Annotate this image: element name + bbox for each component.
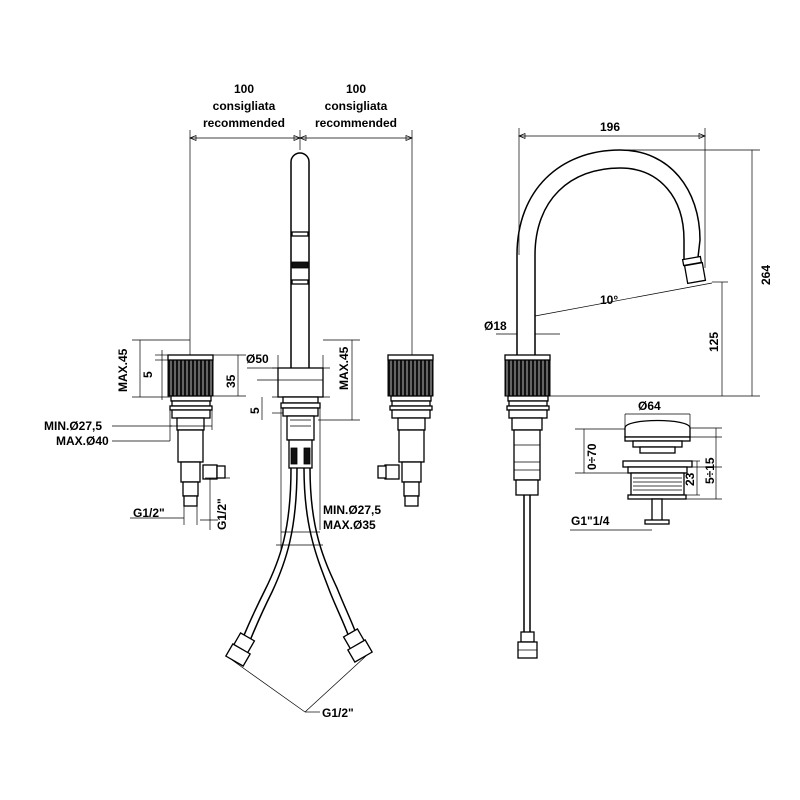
spacing-right-value: 100 bbox=[346, 82, 366, 96]
left-handle-dimensions bbox=[112, 339, 246, 530]
spacing-left-value: 100 bbox=[234, 82, 254, 96]
hole-max-spout-label: MAX.Ø35 bbox=[323, 518, 376, 532]
waste-dimensions bbox=[570, 413, 722, 531]
handle-5-left-label: 5 bbox=[141, 371, 155, 378]
hose-fitting-right bbox=[342, 628, 374, 663]
waste-thread bbox=[633, 477, 682, 491]
hole-min-left-label: MIN.Ø27,5 bbox=[44, 419, 102, 433]
height-label: 264 bbox=[759, 265, 773, 285]
spacing-right-it: consigliata bbox=[325, 99, 388, 113]
flexible-hoses bbox=[224, 467, 374, 713]
hose-fitting-left bbox=[224, 632, 256, 667]
spacing-dimension bbox=[189, 130, 413, 355]
waste-thread-label: G1"1/4 bbox=[571, 514, 610, 528]
hole-min-spout-label: MIN.Ø27,5 bbox=[323, 503, 381, 517]
hole-max-left-label: MAX.Ø40 bbox=[56, 434, 109, 448]
spout-max-label: MAX.45 bbox=[337, 346, 351, 390]
spacing-left-en: recommended bbox=[203, 116, 285, 130]
waste-range-label: 0÷70 bbox=[585, 443, 599, 470]
waste-adjust-label: 5÷15 bbox=[703, 457, 717, 484]
waste-diameter-label: Ø64 bbox=[638, 399, 661, 413]
side-body bbox=[504, 354, 551, 496]
side-view: 196 264 125 10° Ø18 bbox=[484, 120, 773, 659]
reach-label: 196 bbox=[600, 120, 620, 134]
waste-23-label: 23 bbox=[683, 472, 697, 486]
side-dimensions bbox=[496, 128, 760, 397]
spacing-left-it: consigliata bbox=[213, 99, 276, 113]
hoses-thread-label: G1/2" bbox=[322, 706, 354, 720]
spout-dimensions bbox=[247, 339, 360, 550]
spacing-right-en: recommended bbox=[315, 116, 397, 130]
angle-label: 10° bbox=[600, 293, 618, 307]
thread-left-h-label: G1/2" bbox=[133, 506, 165, 520]
right-handle bbox=[377, 354, 434, 507]
spout-height-label: 125 bbox=[707, 332, 721, 352]
left-handle bbox=[167, 354, 226, 507]
side-hose bbox=[517, 495, 538, 659]
handle-max-left-label: MAX.45 bbox=[116, 348, 130, 392]
tube-diameter-label: Ø18 bbox=[484, 319, 507, 333]
spout-5-label: 5 bbox=[248, 407, 262, 414]
spout-diameter-label: Ø50 bbox=[246, 352, 269, 366]
pop-up-waste: Ø64 0÷70 23 5÷15 G1"1/4 bbox=[570, 399, 722, 531]
front-view: 100 consigliata recommended 100 consigli… bbox=[44, 82, 434, 720]
spout-base bbox=[277, 367, 324, 469]
gooseneck-spout bbox=[516, 149, 707, 362]
thread-left-v-label: G1/2" bbox=[215, 498, 229, 530]
spout-tube bbox=[290, 152, 310, 368]
handle-35-label: 35 bbox=[224, 374, 238, 388]
